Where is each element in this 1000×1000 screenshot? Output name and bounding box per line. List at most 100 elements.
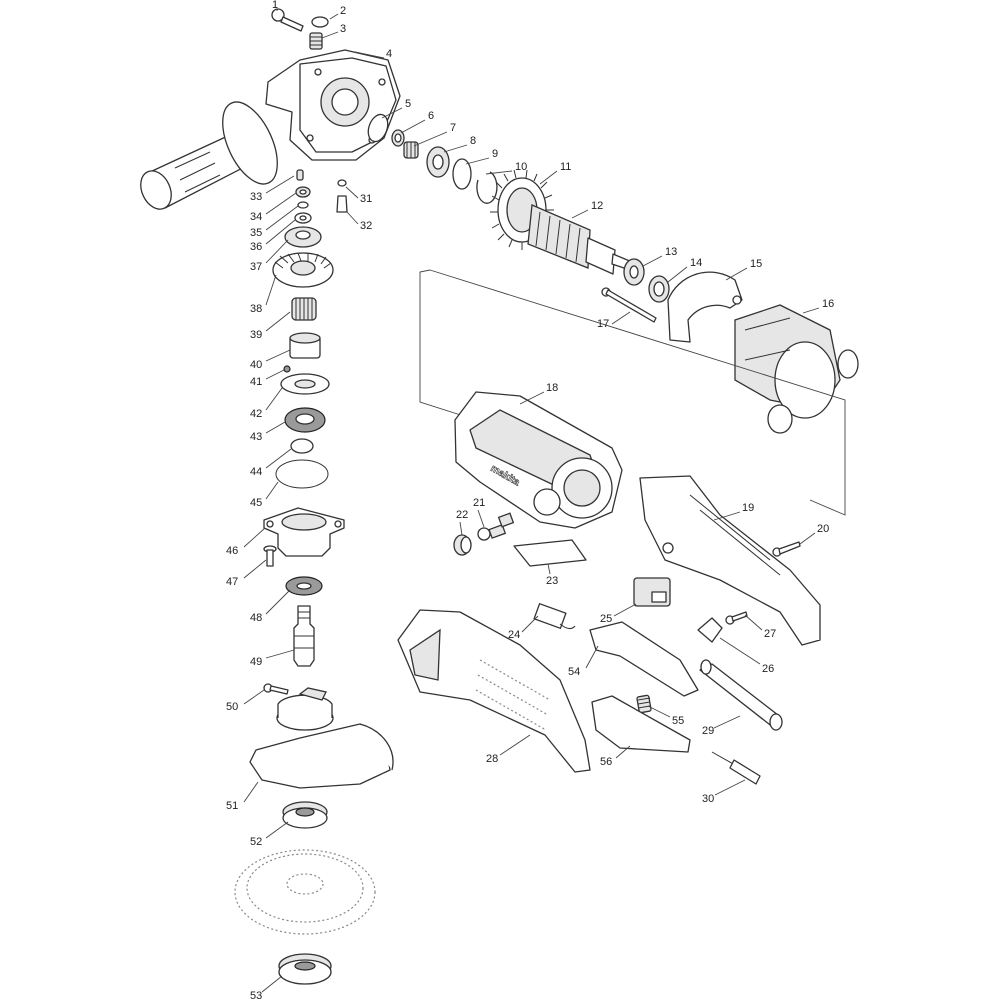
- callout-number-8: 8: [470, 135, 476, 147]
- part-50-screw: [263, 683, 289, 695]
- callout-number-50: 50: [226, 701, 238, 713]
- callout-number-12: 12: [591, 200, 603, 212]
- callout-leader-6: [400, 119, 426, 134]
- callout-leader-12: [571, 209, 589, 219]
- part-29-cord-guard: [699, 659, 783, 731]
- callout-number-23: 23: [546, 575, 558, 587]
- part-35-ring: [297, 201, 309, 209]
- part-5-ring: [367, 113, 389, 143]
- callout-leader-29: [713, 715, 741, 729]
- callout-leader-25: [613, 603, 637, 617]
- callout-leader-27: [744, 614, 763, 631]
- callout-leader-30: [714, 779, 746, 796]
- callout-number-42: 42: [250, 408, 262, 420]
- part-45-o-ring: [275, 459, 329, 489]
- part-42-bearing-box: [280, 373, 330, 395]
- part-27-screw: [725, 611, 748, 625]
- callout-leader-52: [265, 821, 289, 839]
- callout-number-4: 4: [386, 48, 392, 60]
- callout-leader-41: [265, 369, 285, 380]
- part-20-screw: [772, 541, 801, 557]
- callout-number-30: 30: [702, 793, 714, 805]
- callout-number-19: 19: [742, 502, 754, 514]
- callout-number-53: 53: [250, 990, 262, 1000]
- side-grip-handle: [140, 101, 278, 210]
- part-22-brush-cap: [453, 534, 472, 556]
- part-48-labyrinth-ring: [285, 576, 323, 596]
- callout-leader-4: [354, 51, 385, 59]
- part-13-ball-bearing: [623, 258, 645, 286]
- callout-number-17: 17: [597, 318, 609, 330]
- callout-leader-55: [647, 705, 671, 718]
- callout-number-43: 43: [250, 431, 262, 443]
- callout-leader-47: [243, 559, 267, 579]
- callout-leader-13: [642, 255, 663, 267]
- callout-leader-37: [265, 239, 289, 264]
- part-10-retaining-ring: [476, 171, 498, 204]
- callout-number-21: 21: [473, 497, 485, 509]
- callout-leader-18: [519, 391, 545, 405]
- part-14-ring: [648, 275, 670, 303]
- part-26-clamp: [697, 617, 723, 643]
- callout-number-11: 11: [560, 161, 571, 173]
- callout-number-48: 48: [250, 612, 262, 624]
- callout-number-2: 2: [340, 5, 346, 17]
- callout-leader-19: [713, 511, 741, 521]
- callout-number-35: 35: [250, 227, 262, 239]
- callout-leader-48: [265, 589, 291, 615]
- callout-leader-42: [265, 387, 283, 411]
- callout-number-44: 44: [250, 466, 262, 478]
- callout-leader-10: [485, 170, 513, 175]
- callout-leader-45: [265, 481, 279, 500]
- callout-leader-15: [725, 267, 748, 281]
- assembly-bracket-line: [419, 269, 846, 516]
- callout-number-33: 33: [250, 191, 262, 203]
- part-47-screw: [263, 545, 277, 567]
- part-24-capacitor: [533, 603, 576, 630]
- callout-leader-26: [719, 637, 761, 665]
- callout-number-13: 13: [665, 246, 677, 258]
- callout-leader-9: [465, 157, 490, 165]
- part-1-screw: [271, 8, 304, 32]
- part-39-needle-bearing: [291, 297, 317, 321]
- callout-number-49: 49: [250, 656, 262, 668]
- callout-leader-5: [381, 107, 403, 119]
- part-23-label: [513, 539, 587, 567]
- callout-number-55: 55: [672, 715, 684, 727]
- callout-leader-17: [611, 311, 631, 325]
- part-8-ball-bearing: [426, 146, 450, 178]
- callout-leader-14: [667, 266, 688, 283]
- callout-number-1: 1: [272, 0, 278, 11]
- callout-leader-8: [443, 144, 468, 153]
- callout-number-20: 20: [817, 523, 829, 535]
- callout-leader-38: [265, 274, 277, 306]
- callout-number-31: 31: [360, 193, 372, 205]
- callout-number-10: 10: [515, 161, 527, 173]
- part-30-cord: [711, 751, 761, 785]
- callout-number-24: 24: [508, 629, 520, 641]
- callout-number-3: 3: [340, 23, 346, 35]
- callout-number-5: 5: [405, 98, 411, 110]
- callout-number-32: 32: [360, 220, 372, 232]
- callout-number-9: 9: [492, 148, 498, 160]
- part-32-pin: [336, 195, 348, 213]
- callout-leader-3: [321, 31, 339, 39]
- callout-leader-34: [265, 192, 297, 215]
- callout-leader-53: [261, 975, 283, 993]
- part-40-sleeve: [289, 332, 321, 359]
- part-43-ball-bearing: [284, 407, 326, 433]
- callout-leader-7: [413, 131, 448, 147]
- callout-number-39: 39: [250, 329, 262, 341]
- part-54-switch-lever: [589, 621, 699, 697]
- part-56-switch-lever: [591, 695, 691, 753]
- callout-leader-33: [265, 175, 295, 194]
- callout-number-14: 14: [690, 257, 702, 269]
- callout-leader-39: [265, 311, 291, 332]
- callout-leader-23: [547, 563, 551, 575]
- callout-number-28: 28: [486, 753, 498, 765]
- callout-number-34: 34: [250, 211, 262, 223]
- part-55-spring: [636, 694, 652, 714]
- callout-leader-49: [265, 649, 295, 659]
- callout-number-22: 22: [456, 509, 468, 521]
- part-53-lock-nut: [278, 953, 332, 985]
